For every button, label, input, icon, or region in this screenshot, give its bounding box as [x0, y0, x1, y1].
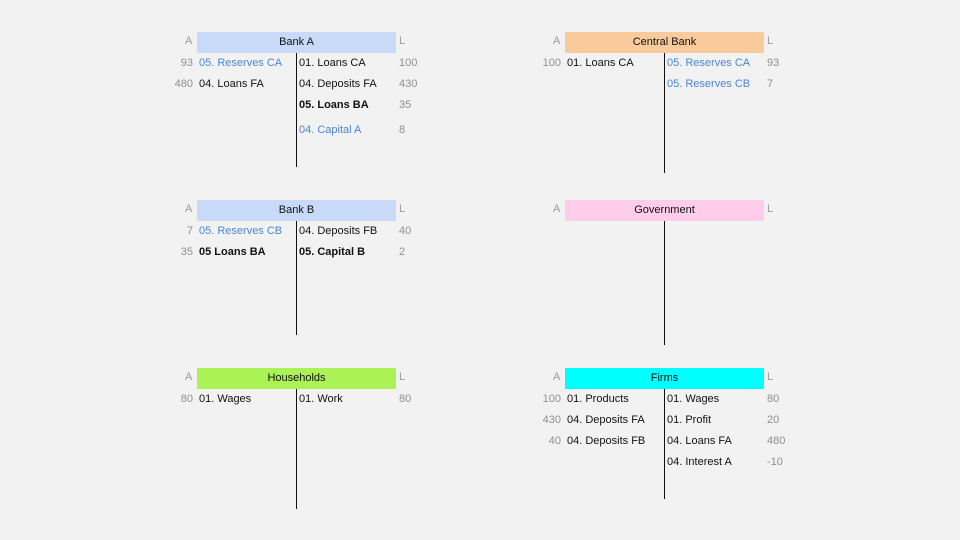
asset-value: 35 — [180, 246, 193, 258]
liability-name: 05. Loans BA — [299, 99, 369, 111]
liability-value: 8 — [399, 124, 406, 136]
liability-name: 01. Wages — [667, 393, 720, 405]
assets-label: A — [553, 371, 561, 383]
account-title: Government — [565, 200, 764, 221]
asset-name: 04. Loans FA — [199, 78, 264, 90]
liabilities-label: L — [399, 35, 406, 47]
liabilities-label: L — [399, 371, 406, 383]
liability-value: 430 — [399, 78, 418, 90]
assets-label: A — [553, 35, 561, 47]
liability-value: 35 — [399, 99, 412, 111]
liability-value: -10 — [767, 456, 783, 468]
liability-value: 100 — [399, 57, 418, 69]
account-title: Central Bank — [565, 32, 764, 53]
asset-value: 100 — [542, 57, 561, 69]
account-title: Households — [197, 368, 396, 389]
liabilities-label: L — [767, 203, 774, 215]
liability-name: 05. Reserves CA — [667, 57, 751, 69]
asset-value: 93 — [180, 57, 193, 69]
liability-name: 01. Profit — [667, 414, 712, 426]
t-account-divider — [664, 389, 665, 499]
asset-name: 04. Deposits FA — [567, 414, 645, 426]
assets-label: A — [553, 203, 561, 215]
liabilities-label: L — [767, 35, 774, 47]
asset-name: 05. Reserves CA — [199, 57, 283, 69]
asset-name: 01. Loans CA — [567, 57, 634, 69]
asset-name: 01. Products — [567, 393, 629, 405]
asset-name: 01. Wages — [199, 393, 252, 405]
t-account-divider — [296, 221, 297, 335]
liability-value: 2 — [399, 246, 406, 258]
liability-value: 93 — [767, 57, 780, 69]
asset-name: 05. Reserves CB — [199, 225, 283, 237]
liability-name: 01. Loans CA — [299, 57, 366, 69]
assets-label: A — [185, 371, 193, 383]
liability-name: 05. Reserves CB — [667, 78, 751, 90]
liability-value: 80 — [767, 393, 780, 405]
liabilities-label: L — [767, 371, 774, 383]
account-title: Bank B — [197, 200, 396, 221]
liability-name: 04. Loans FA — [667, 435, 732, 447]
asset-value: 480 — [174, 78, 193, 90]
liability-name: 04. Interest A — [667, 456, 732, 468]
liabilities-label: L — [399, 203, 406, 215]
asset-value: 80 — [180, 393, 193, 405]
asset-value: 430 — [542, 414, 561, 426]
t-account-divider — [664, 221, 665, 345]
asset-name: 05 Loans BA — [199, 246, 266, 258]
liability-value: 80 — [399, 393, 412, 405]
liability-name: 04. Deposits FA — [299, 78, 377, 90]
liability-value: 20 — [767, 414, 780, 426]
liability-value: 40 — [399, 225, 412, 237]
asset-name: 04. Deposits FB — [567, 435, 646, 447]
asset-value: 40 — [548, 435, 561, 447]
liability-value: 480 — [767, 435, 786, 447]
asset-value: 7 — [186, 225, 193, 237]
assets-label: A — [185, 203, 193, 215]
t-account-divider — [296, 53, 297, 167]
liability-value: 7 — [767, 78, 774, 90]
liability-name: 04. Deposits FB — [299, 225, 378, 237]
t-account-divider — [296, 389, 297, 509]
account-title: Bank A — [197, 32, 396, 53]
liability-name: 01. Work — [299, 393, 343, 405]
t-account-divider — [664, 53, 665, 173]
asset-value: 100 — [542, 393, 561, 405]
liability-name: 04. Capital A — [299, 124, 362, 136]
liability-name: 05. Capital B — [299, 246, 366, 258]
account-title: Firms — [565, 368, 764, 389]
assets-label: A — [185, 35, 193, 47]
